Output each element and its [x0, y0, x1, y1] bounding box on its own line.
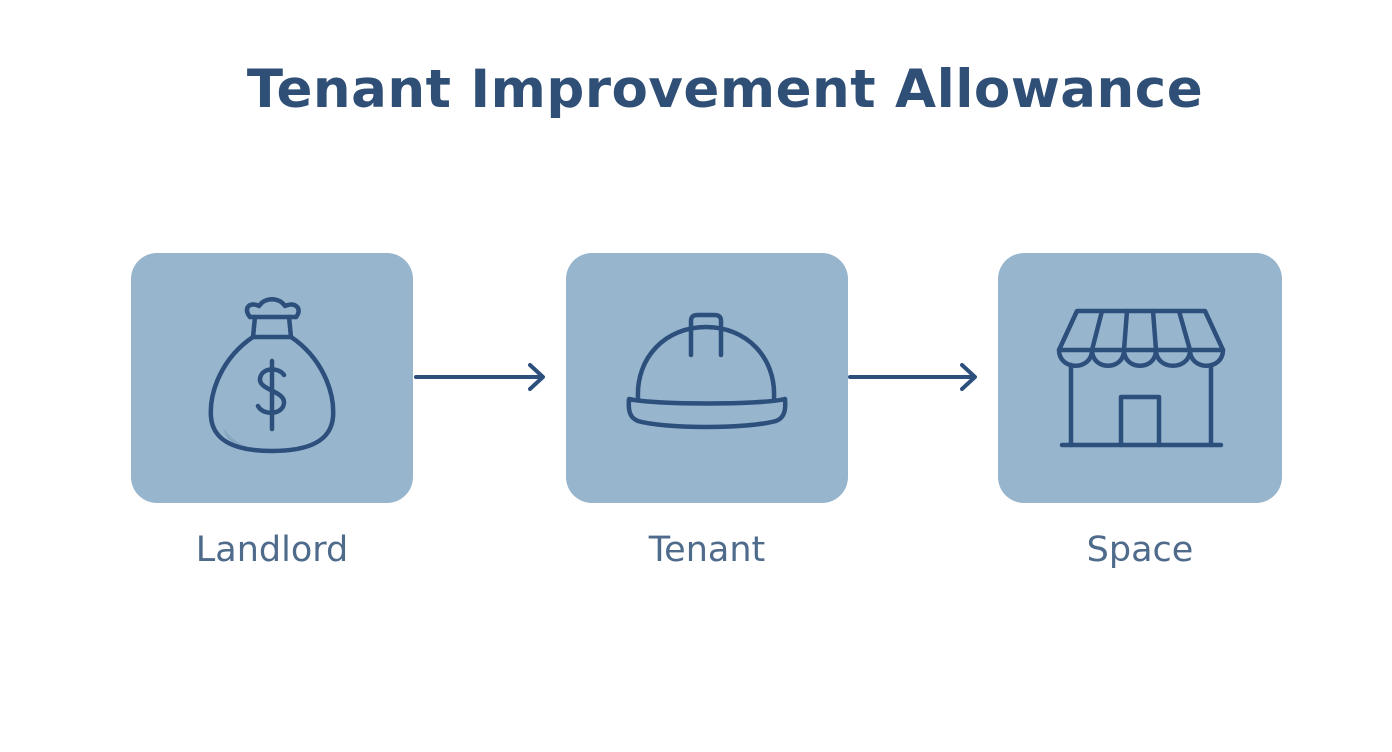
- space-label: Space: [1086, 530, 1194, 570]
- tenant-node-box: [566, 253, 848, 503]
- storefront-icon: [1056, 308, 1226, 448]
- diagram-title: Tenant Improvement Allowance: [246, 59, 1204, 120]
- arrow-tenant-to-space: [848, 361, 980, 393]
- arrow-right-icon: [848, 363, 977, 391]
- landlord-label: Landlord: [195, 530, 349, 570]
- landlord-node-box: [131, 253, 413, 503]
- hard-hat-icon: [626, 312, 788, 430]
- arrow-right-icon: [414, 363, 545, 391]
- money-bag-icon: [208, 297, 336, 454]
- arrow-landlord-to-tenant: [414, 361, 548, 393]
- space-node-box: [998, 253, 1282, 503]
- tenant-label: Tenant: [648, 530, 766, 570]
